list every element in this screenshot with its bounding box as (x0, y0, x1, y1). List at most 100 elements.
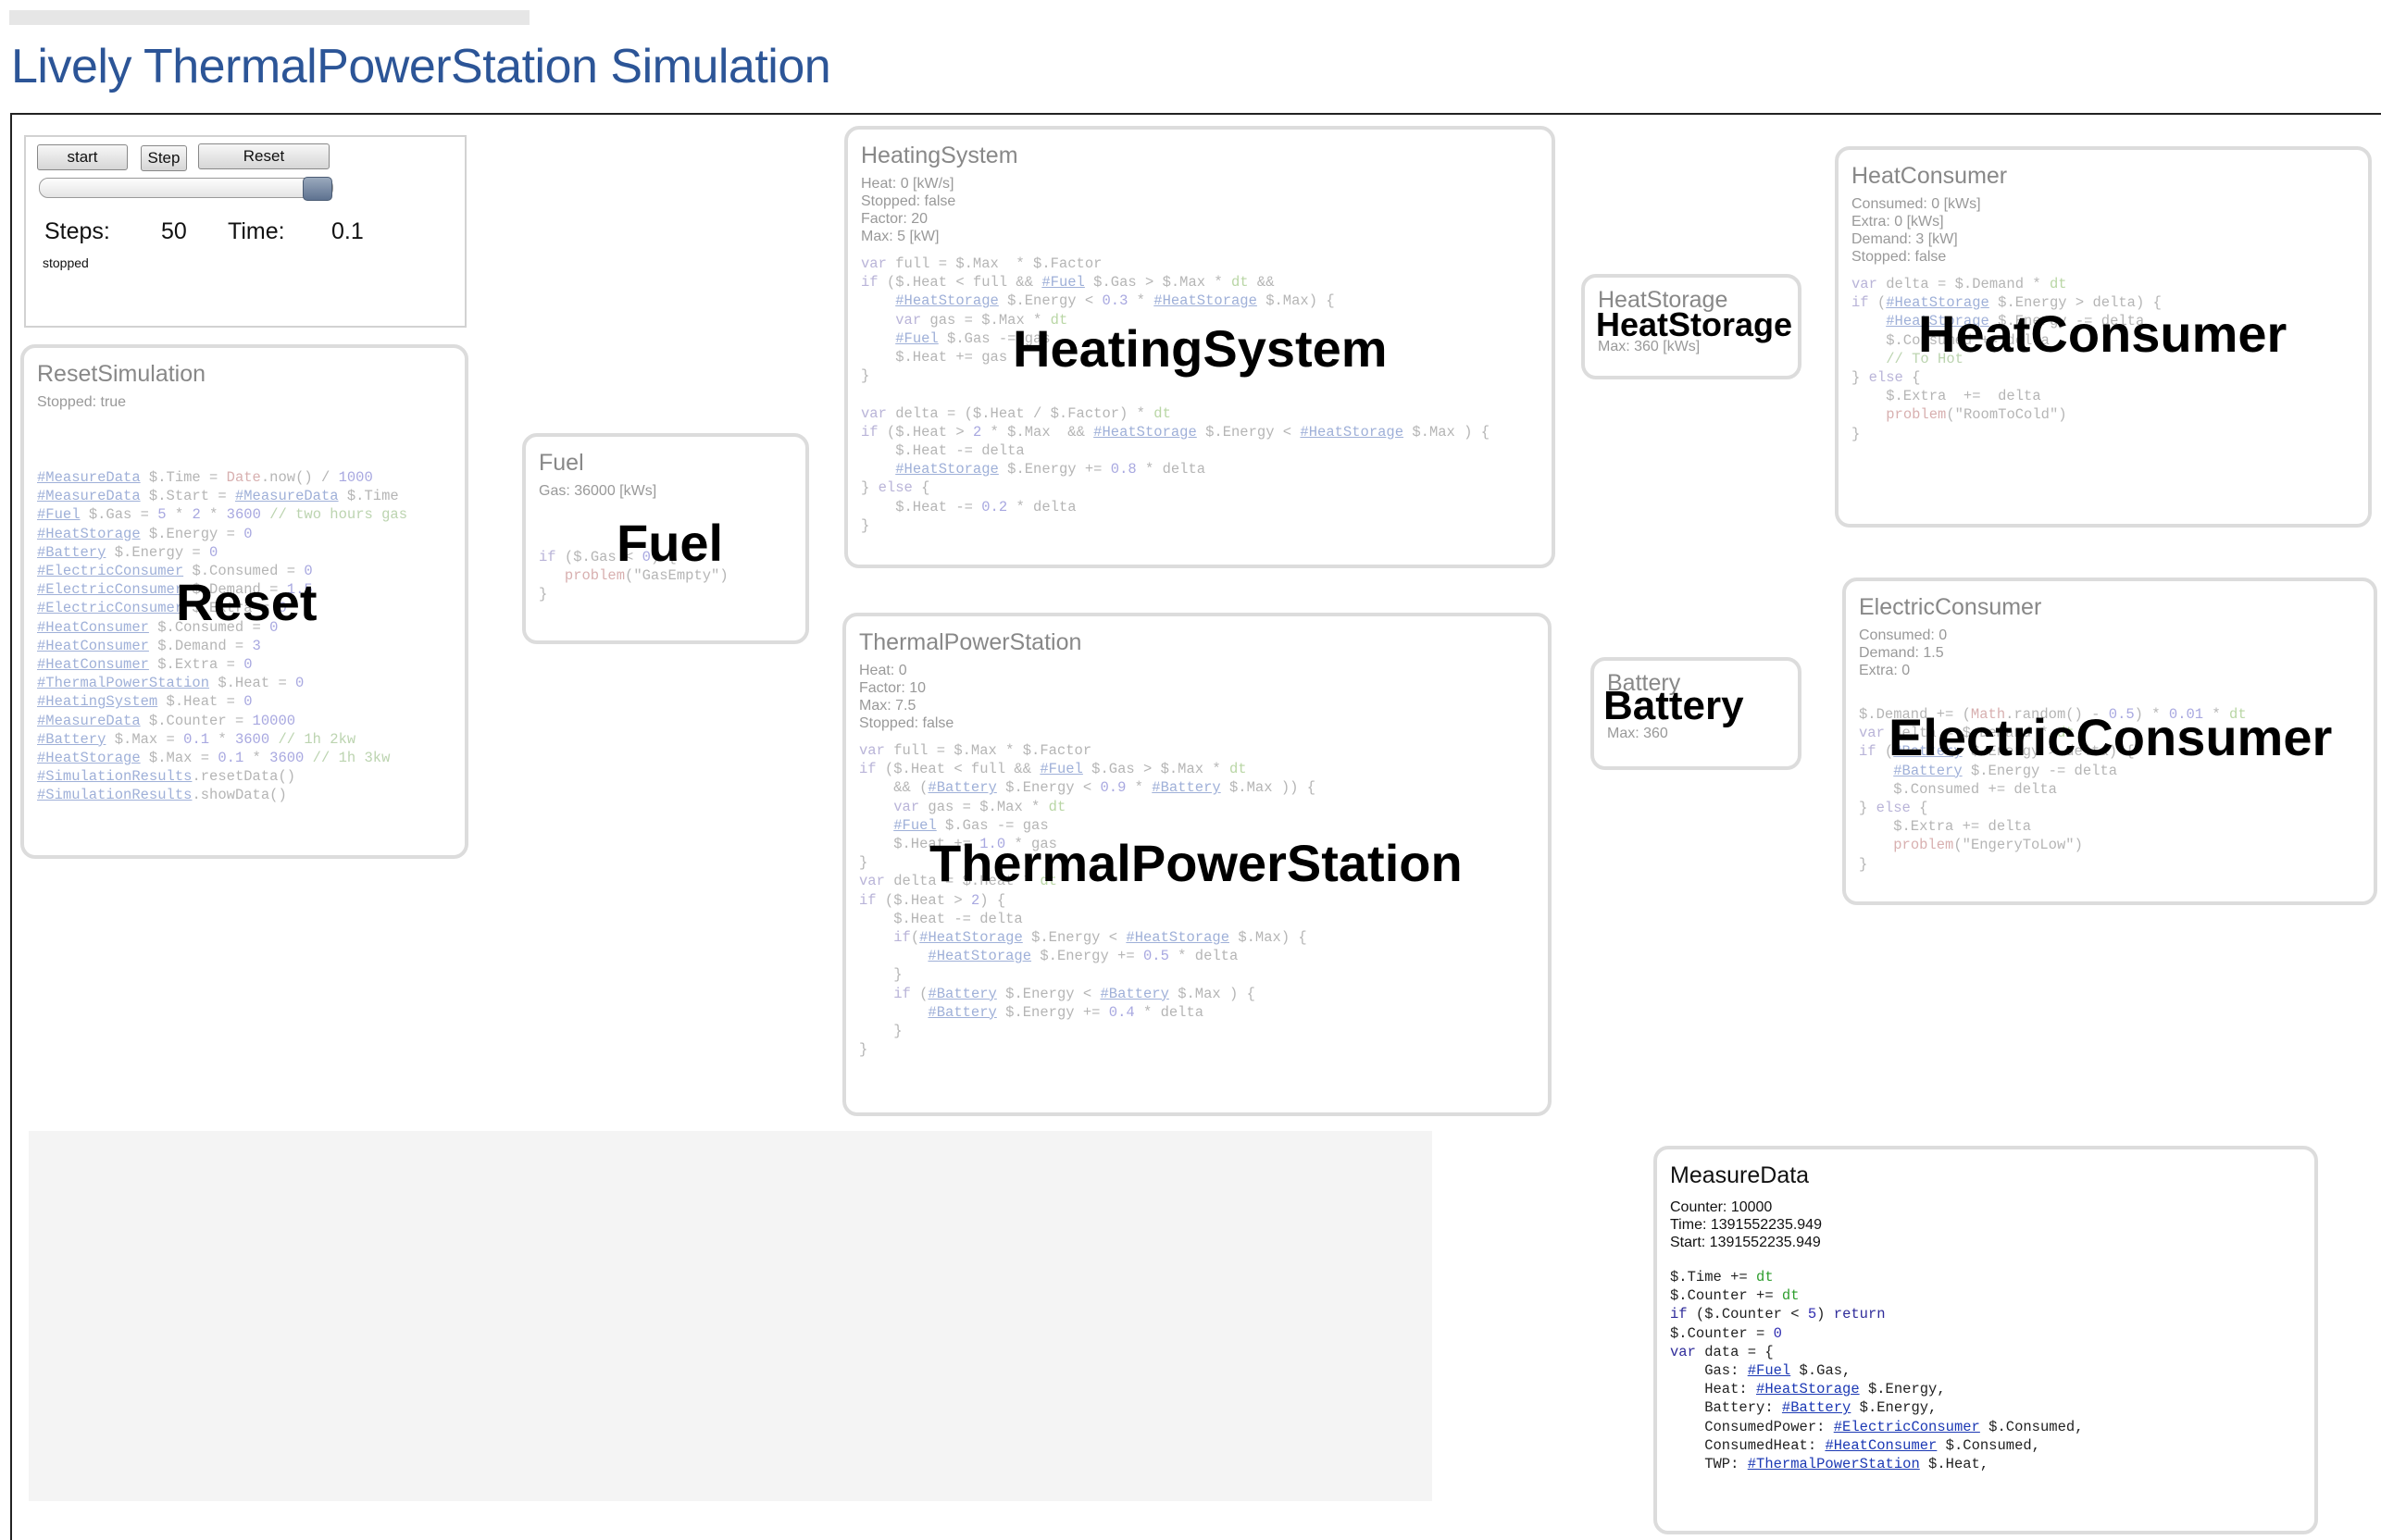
object-link[interactable]: #Battery (1152, 779, 1221, 797)
code-token: * (2203, 706, 2230, 723)
code-editor[interactable]: $.Demand += (Math.random() - 0.5) * 0.01… (1859, 705, 2374, 874)
code-token (859, 929, 893, 946)
speed-slider[interactable] (39, 177, 333, 201)
object-link[interactable]: #MeasureData (37, 469, 141, 486)
object-link[interactable]: #Fuel (1041, 274, 1085, 292)
object-link[interactable]: #Fuel (1040, 761, 1083, 778)
object-link[interactable]: #HeatStorage (1093, 423, 1197, 441)
step-button[interactable]: Step (141, 145, 187, 171)
code-token: 0 (243, 656, 253, 674)
code-token: ("RoomToCold") (1946, 406, 2067, 424)
object-link[interactable]: #Fuel (893, 816, 937, 834)
object-link[interactable]: #Battery (928, 779, 997, 797)
object-link[interactable]: #HeatStorage (37, 525, 141, 542)
fuel-panel[interactable]: Fuel Gas: 36000 [kWs] if ($.Gas < 0) { p… (522, 433, 809, 644)
code-token: $.Consumed = (183, 563, 305, 580)
code-token: var (1670, 1343, 1696, 1360)
object-link[interactable]: #MeasureData (37, 712, 141, 729)
reset-simulation-panel[interactable]: ResetSimulation Stopped: true #MeasureDa… (20, 344, 468, 859)
object-link[interactable]: #Battery (1893, 743, 1963, 761)
object-link[interactable]: #ElectricConsumer (37, 600, 184, 617)
code-line: $.Counter += dt (1670, 1286, 2314, 1305)
object-link[interactable]: #Fuel (895, 329, 939, 347)
object-link[interactable]: #HeatStorage (37, 750, 141, 767)
object-link[interactable]: #Battery (1893, 762, 1963, 779)
object-link[interactable]: #Battery (37, 730, 106, 748)
code-token: 2 (192, 506, 201, 524)
object-link[interactable]: #ElectricConsumer (37, 563, 184, 580)
object-link[interactable]: #ElectricConsumer (1833, 1418, 1980, 1435)
code-token (1851, 406, 1886, 423)
object-link[interactable]: #Battery (928, 985, 997, 1002)
code-token: dt (1050, 311, 1068, 329)
object-link[interactable]: #HeatStorage (895, 292, 999, 310)
code-token (1859, 763, 1893, 779)
object-link[interactable]: #MeasureData (234, 488, 339, 505)
code-line: $.Heat -= delta (859, 910, 1548, 928)
object-link[interactable]: #HeatStorage (1756, 1381, 1860, 1398)
object-link[interactable]: #HeatConsumer (37, 656, 149, 674)
code-line: var delta = $.Demand * dt (1851, 275, 2368, 293)
reset-button[interactable]: Reset (198, 143, 330, 169)
start-button[interactable]: start (37, 144, 128, 170)
object-link[interactable]: #Battery (1100, 985, 1169, 1002)
code-token: dt (1040, 873, 1057, 890)
object-link[interactable]: #Battery (37, 543, 106, 561)
status-text: stopped (43, 255, 89, 270)
code-editor[interactable]: if ($.Gas < 0) { problem("GasEmpty")} (539, 548, 805, 604)
top-progress-bar (9, 10, 530, 25)
object-link[interactable]: #HeatStorage (1153, 292, 1257, 310)
code-token: else (878, 479, 913, 497)
object-link[interactable]: #HeatStorage (919, 929, 1023, 947)
steps-value: 50 (161, 218, 187, 244)
object-link[interactable]: #HeatStorage (895, 461, 999, 478)
code-editor[interactable]: #MeasureData $.Time = Date.now() / 1000#… (37, 468, 465, 805)
object-link[interactable]: #Battery (1781, 1399, 1851, 1417)
heat-storage-panel[interactable]: HeatStorage Max: 360 [kWs] (1581, 274, 1801, 379)
code-token: } (1859, 855, 1868, 873)
object-link[interactable]: #ThermalPowerStation (37, 675, 210, 692)
object-link[interactable]: #Battery (928, 1003, 997, 1021)
object-link[interactable]: #HeatStorage (1126, 929, 1230, 947)
object-link[interactable]: #ThermalPowerStation (1747, 1456, 1920, 1473)
object-link[interactable]: #SimulationResults (37, 787, 193, 804)
code-token: $.Max) { (1256, 292, 1335, 310)
object-link[interactable]: #HeatStorage (1886, 313, 1989, 330)
object-link[interactable]: #HeatConsumer (1825, 1436, 1938, 1454)
heat-consumer-panel[interactable]: HeatConsumer Consumed: 0 [kWs]Extra: 0 [… (1835, 146, 2372, 528)
object-link[interactable]: #HeatConsumer (37, 637, 149, 654)
object-link[interactable]: #Fuel (1747, 1362, 1791, 1380)
object-link[interactable]: #HeatConsumer (37, 618, 149, 636)
code-token: * (200, 506, 227, 524)
code-line: var delta = $.Heat * dt (859, 872, 1548, 890)
object-link[interactable]: #HeatStorage (928, 948, 1032, 965)
code-token: // To Hot (1886, 350, 1963, 367)
object-link[interactable]: #HeatingSystem (37, 693, 158, 711)
object-link[interactable]: #ElectricConsumer (37, 581, 184, 599)
time-value: 0.1 (331, 218, 364, 244)
prop-line: Start: 1391552235.949 (1670, 1235, 1821, 1250)
code-token: 0 (642, 549, 651, 565)
code-token: $.Consumed, (1979, 1418, 2084, 1435)
code-token: 0.8 (1110, 461, 1137, 478)
object-link[interactable]: #SimulationResults (37, 768, 193, 786)
code-line: #ElectricConsumer $.Consumed = 0 (37, 562, 465, 580)
object-link[interactable]: #Fuel (37, 506, 81, 524)
code-token: $.Energy = (140, 525, 244, 542)
heating-system-panel[interactable]: HeatingSystem Heat: 0 [kW/s]Stopped: fal… (844, 126, 1555, 568)
object-link[interactable]: #HeatStorage (1886, 294, 1989, 312)
code-token: } (859, 1023, 903, 1040)
code-line: } (861, 516, 1552, 535)
object-link[interactable]: #MeasureData (37, 488, 141, 505)
object-link[interactable]: #HeatStorage (1300, 423, 1404, 441)
slider-knob[interactable] (303, 177, 332, 201)
battery-panel[interactable]: Battery Max: 360 (1590, 657, 1801, 770)
code-token: dt (2056, 725, 2075, 742)
